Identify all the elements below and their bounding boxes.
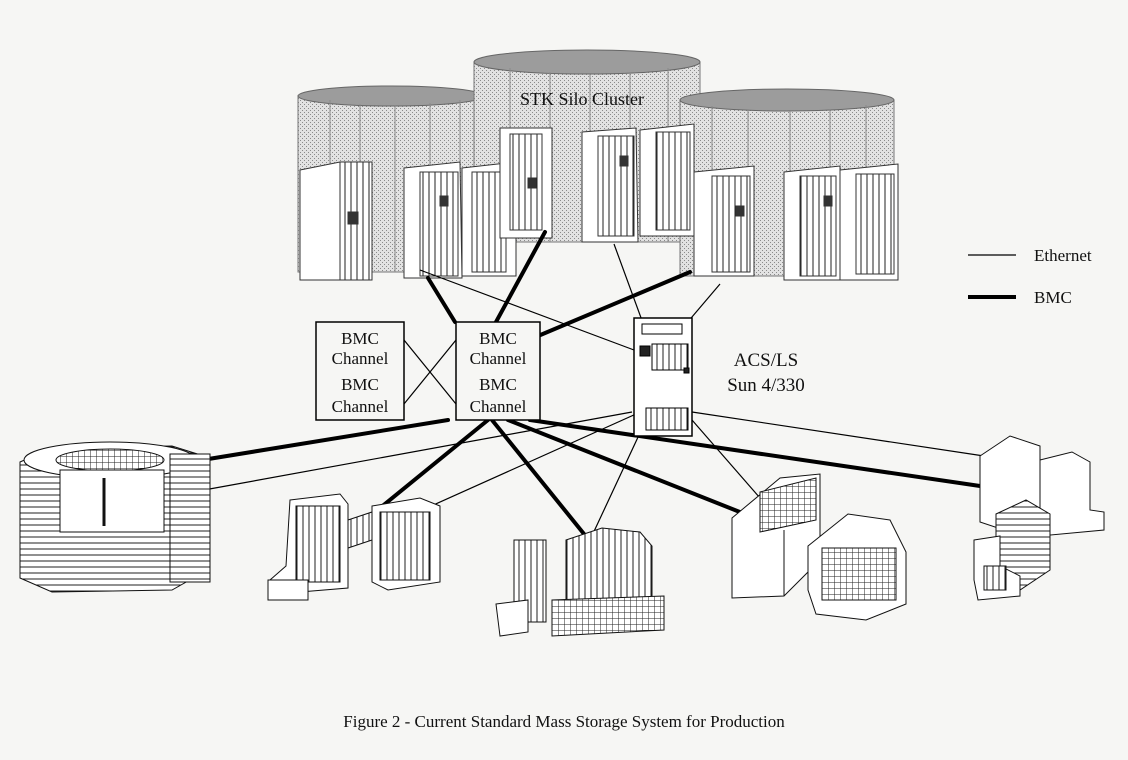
box2-line2: Channel (470, 349, 527, 368)
bmc-connections (188, 230, 982, 536)
mainframe-3 (495, 527, 665, 637)
box2-line1: BMC (479, 329, 517, 348)
box2-line3: BMC (479, 375, 517, 394)
mainframe-2 (267, 493, 441, 601)
box1-line3: BMC (341, 375, 379, 394)
stk-silo-cluster: STK Silo Cluster (297, 49, 899, 281)
ethernet-connections (203, 243, 985, 541)
server-label-line1: ACS/LS (734, 350, 798, 371)
bmc-channel-box-left: BMC Channel BMC Channel (315, 321, 405, 421)
mainframe-5 (973, 435, 1105, 601)
legend-bmc-label: BMC (1034, 288, 1072, 307)
figure-caption: Figure 2 - Current Standard Mass Storage… (343, 712, 785, 731)
acs-ls-server (633, 317, 693, 437)
legend-ethernet-label: Ethernet (1034, 246, 1092, 265)
box1-line1: BMC (341, 329, 379, 348)
box2-line4: Channel (470, 397, 527, 416)
legend: Ethernet BMC (968, 246, 1092, 307)
silo-drive-cabinets (299, 123, 899, 281)
mainframe-1 (19, 441, 211, 593)
box1-line2: Channel (332, 349, 389, 368)
server-label-line2: Sun 4/330 (727, 375, 805, 396)
box1-line4: Channel (332, 397, 389, 416)
silo-cluster-label: STK Silo Cluster (520, 89, 644, 109)
bmc-channel-box-center: BMC Channel BMC Channel (455, 321, 541, 421)
mainframe-4 (731, 473, 907, 621)
